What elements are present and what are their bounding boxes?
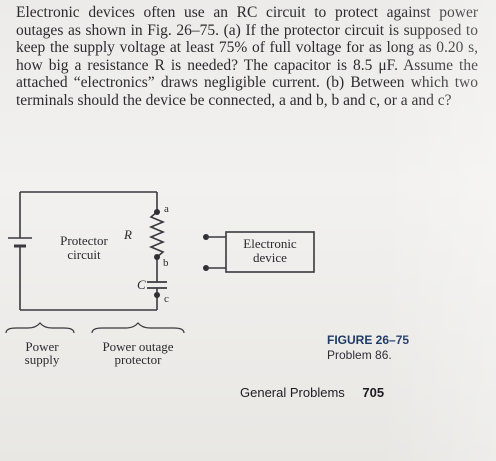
device-label-line2: device: [253, 250, 287, 265]
capacitor-label: C: [137, 277, 146, 292]
circuit-diagram: [5, 191, 315, 334]
figure-26-75: Protector circuit R C a b c Electronic d…: [0, 190, 496, 390]
protector-label-line1: Protector: [60, 233, 108, 248]
page-number: 705: [362, 385, 385, 400]
terminal-a-dot: [154, 209, 160, 215]
page-footer: General Problems 705: [240, 385, 384, 400]
figure-caption-subtitle: Problem 86.: [327, 348, 392, 362]
power-supply-brace: [5, 322, 75, 334]
device-box: [225, 231, 315, 273]
outage-protector-label-line2: protector: [114, 352, 162, 367]
power-supply-label-line2: supply: [24, 352, 60, 367]
figure-caption: FIGURE 26–75 Problem 86.: [327, 333, 409, 363]
terminal-c-dot: [154, 292, 160, 298]
protector-label-line2: circuit: [67, 247, 101, 262]
resistor-label: R: [124, 227, 132, 242]
terminal-b-label: b: [163, 257, 169, 269]
terminal-c-label: c: [164, 293, 169, 305]
footer-section-title: General Problems: [240, 385, 345, 400]
protector-brace: [91, 322, 185, 334]
resistor: [148, 211, 166, 258]
power-supply-label-line1: Power: [25, 339, 59, 354]
device-label-line1: Electronic: [243, 236, 297, 251]
figure-caption-title: FIGURE 26–75: [327, 333, 410, 347]
problem-86-text: Electronic devices often use an RC circu…: [16, 4, 478, 109]
terminal-b-dot: [154, 254, 160, 260]
terminal-a-label: a: [164, 203, 169, 215]
outage-protector-label-line1: Power outage: [102, 339, 174, 354]
